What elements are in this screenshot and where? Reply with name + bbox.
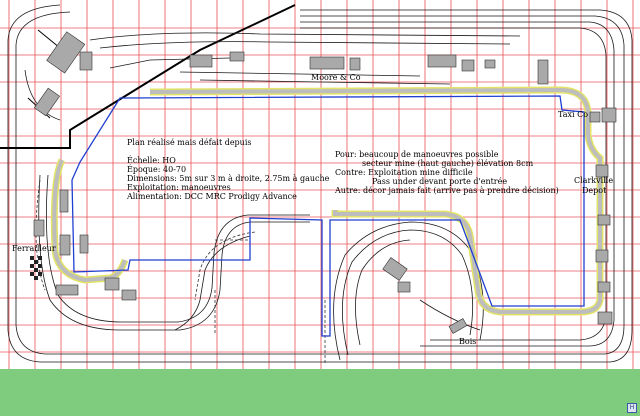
label-moore-co: Moore & Co bbox=[311, 73, 361, 82]
building bbox=[597, 281, 611, 293]
hidden-track bbox=[35, 179, 326, 365]
note-pour-detail: secteur mine (haut gauche) élévation 8cm bbox=[362, 159, 534, 168]
checker-square bbox=[34, 268, 38, 272]
mine-building bbox=[79, 51, 93, 71]
checker-square bbox=[30, 264, 34, 268]
grid-lines bbox=[0, 0, 640, 369]
checker-square bbox=[38, 256, 42, 260]
note-pour: Pour: beaucoup de manoeuvres possible bbox=[335, 150, 499, 159]
note-dimensions: Dimensions: 5m sur 3 m à droite, 2.75m à… bbox=[127, 174, 330, 183]
notes-right: Pour: beaucoup de manoeuvres possible se… bbox=[335, 150, 559, 195]
note-autre: Autre: décor jamais fait (arrive pas à p… bbox=[335, 186, 559, 195]
note-contre: Contre: Exploitation mine difficile bbox=[335, 168, 473, 177]
corner-h-button[interactable]: H bbox=[627, 403, 637, 413]
moore-building bbox=[309, 56, 345, 70]
building bbox=[597, 214, 611, 226]
label-depot: Depot bbox=[582, 186, 607, 195]
checker-square bbox=[34, 276, 38, 280]
building bbox=[229, 51, 245, 62]
building bbox=[595, 164, 609, 178]
note-contre-detail: Pass under devant porte d'entrée bbox=[372, 177, 508, 186]
building bbox=[189, 54, 213, 68]
building bbox=[349, 57, 361, 71]
note-epoque: Époque: 40-70 bbox=[127, 165, 187, 174]
label-clarkville: Clarkville bbox=[574, 176, 614, 185]
building bbox=[595, 249, 609, 263]
notes-left: Plan réalisé mais défait depuis Échelle:… bbox=[127, 138, 329, 201]
building bbox=[121, 289, 137, 301]
building bbox=[33, 219, 45, 237]
building bbox=[59, 234, 71, 256]
bois-building bbox=[448, 318, 468, 334]
label-taxi-co: Taxi Co bbox=[558, 110, 589, 119]
structures bbox=[33, 31, 617, 334]
note-exploitation: Exploitation: manoeuvres bbox=[127, 183, 231, 192]
building bbox=[104, 277, 120, 291]
mine-building bbox=[33, 87, 61, 117]
checker-square bbox=[38, 272, 42, 276]
checker-square bbox=[38, 264, 42, 268]
mine-area bbox=[0, 4, 296, 149]
building bbox=[79, 234, 89, 254]
label-ferrailleur: Ferrailleur bbox=[12, 244, 56, 253]
track-lines bbox=[7, 4, 633, 363]
scrap-yard-pattern bbox=[30, 256, 42, 280]
ground-strip bbox=[0, 369, 640, 416]
building bbox=[397, 281, 411, 293]
checker-square bbox=[34, 260, 38, 264]
building bbox=[461, 59, 475, 72]
note-echelle: Échelle: HO bbox=[127, 156, 176, 165]
benchwork-outline bbox=[71, 95, 585, 337]
label-bois: Bois bbox=[459, 337, 477, 346]
checker-square bbox=[30, 272, 34, 276]
building bbox=[55, 284, 79, 296]
building bbox=[484, 59, 496, 69]
building bbox=[537, 59, 549, 85]
building bbox=[382, 257, 408, 281]
building bbox=[427, 54, 457, 68]
taxi-building bbox=[601, 107, 617, 123]
mine-building bbox=[46, 31, 86, 74]
roadway bbox=[50, 86, 604, 316]
checker-square bbox=[30, 256, 34, 260]
building bbox=[59, 189, 69, 213]
building bbox=[597, 311, 613, 325]
note-title: Plan réalisé mais défait depuis bbox=[127, 138, 252, 147]
building bbox=[589, 111, 601, 123]
note-alimentation: Alimentation: DCC MRC Prodigy Advance bbox=[127, 192, 297, 201]
